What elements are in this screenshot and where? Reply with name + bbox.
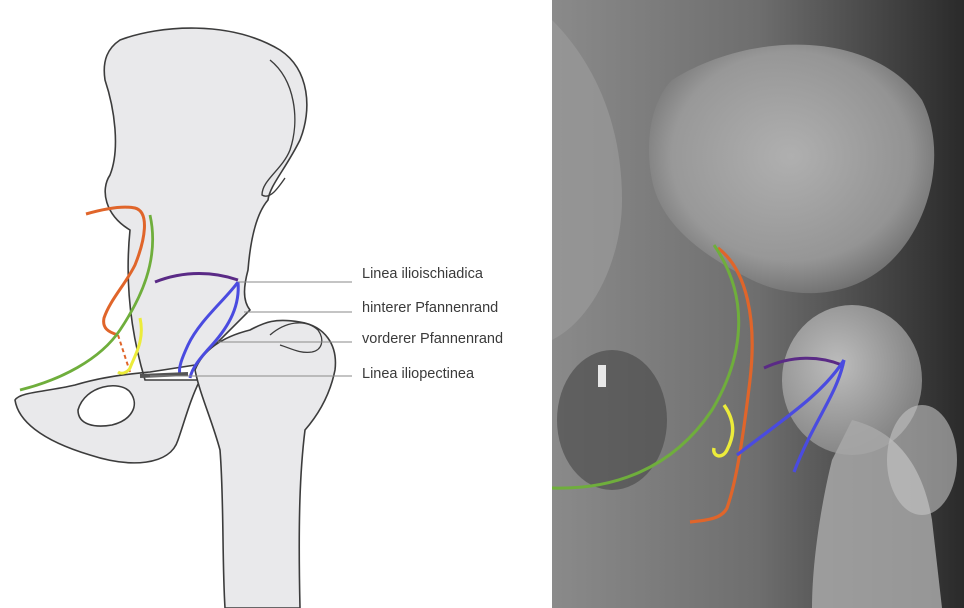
pelvis-xray-image: [552, 0, 964, 608]
hip-schematic-drawing: Linea ilioischiadica hinterer Pfannenran…: [0, 0, 552, 608]
label-vorderer-pfannenrand: vorderer Pfannenrand: [362, 331, 503, 347]
xray-obturator: [557, 350, 667, 490]
xray-trochanter: [887, 405, 957, 515]
femur-outline: [195, 320, 335, 608]
label-linea-iliopectinea: Linea iliopectinea: [362, 366, 475, 382]
orange-dashed-line: [118, 335, 130, 372]
xray-marker: [598, 365, 606, 387]
label-linea-ilioischiadica: Linea ilioischiadica: [362, 266, 484, 282]
label-hinterer-pfannenrand: hinterer Pfannenrand: [362, 300, 498, 316]
